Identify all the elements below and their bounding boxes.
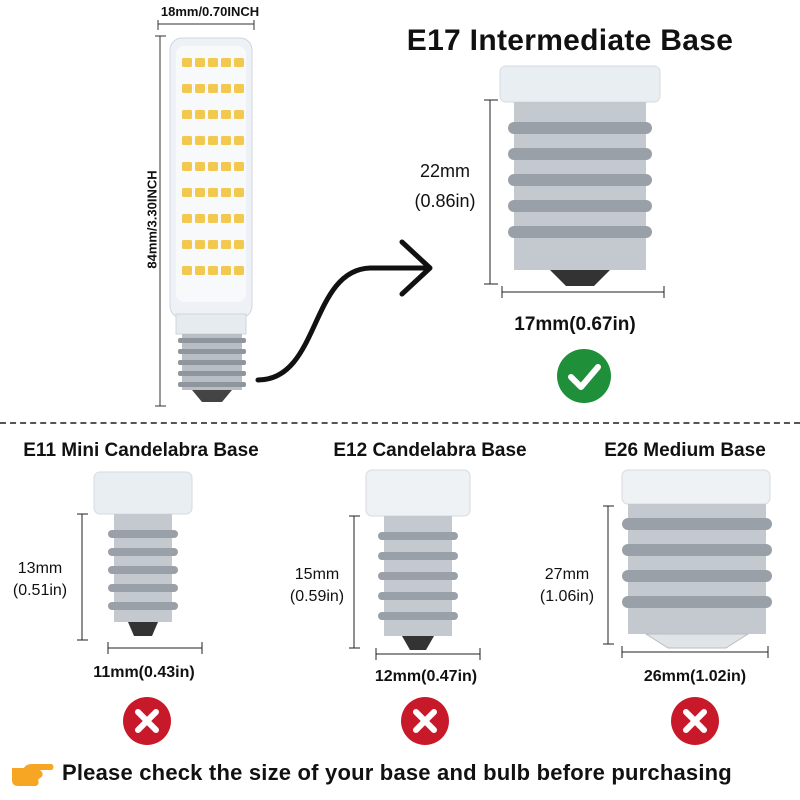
led-chip [182, 136, 192, 145]
pointing-hand-icon [12, 764, 54, 786]
led-chip [221, 136, 231, 145]
led-chip [182, 266, 192, 275]
led-chip [182, 188, 192, 197]
led-chip [221, 58, 231, 67]
e11-base-illustration [77, 471, 203, 654]
led-chip [221, 240, 231, 249]
section-divider [0, 422, 800, 424]
led-chip [208, 214, 218, 223]
led-chip [195, 240, 205, 249]
led-chip [195, 162, 205, 171]
led-chip [208, 162, 218, 171]
cross-icon [401, 697, 449, 745]
led-chip [208, 266, 218, 275]
e11-height-in: (0.51in) [12, 582, 68, 599]
e12-height-in: (0.59in) [289, 588, 345, 605]
led-chip [195, 58, 205, 67]
led-chip [234, 266, 244, 275]
led-chip [195, 136, 205, 145]
led-chip [221, 110, 231, 119]
led-chip [195, 266, 205, 275]
main-bulb-width-label: 18mm/0.70INCH [160, 4, 260, 19]
led-chip [221, 266, 231, 275]
e12-height-mm: 15mm [294, 566, 340, 583]
e26-width-label: 26mm(1.02in) [643, 668, 747, 685]
led-chip [221, 84, 231, 93]
curved-arrow-icon [255, 239, 433, 383]
led-chip [182, 214, 192, 223]
led-chip [208, 110, 218, 119]
led-chip [234, 240, 244, 249]
led-chip [234, 58, 244, 67]
led-chip [195, 188, 205, 197]
e26-base-illustration [603, 469, 772, 658]
e11-title: E11 Mini Candelabra Base [23, 440, 259, 461]
e17-title: E17 Intermediate Base [406, 24, 734, 57]
main-bulb-height-label: 84mm/3.30INCH [144, 170, 160, 269]
e12-base-illustration [349, 469, 481, 660]
led-chip [195, 110, 205, 119]
footer-note: Please check the size of your base and b… [62, 760, 732, 785]
led-chip [208, 240, 218, 249]
led-chip [221, 188, 231, 197]
main-bulb-illustration [155, 20, 255, 407]
led-chip [195, 214, 205, 223]
led-chip [234, 162, 244, 171]
led-chip [182, 58, 192, 67]
led-chip [208, 84, 218, 93]
led-chip [234, 110, 244, 119]
led-chip [234, 136, 244, 145]
check-icon [557, 349, 611, 403]
e12-title: E12 Candelabra Base [333, 440, 527, 461]
led-chip [182, 110, 192, 119]
led-chip [221, 162, 231, 171]
led-chip [221, 214, 231, 223]
e26-title: E26 Medium Base [604, 440, 766, 461]
led-chip [195, 84, 205, 93]
e17-height-mm: 22mm [419, 161, 470, 181]
led-chip [234, 84, 244, 93]
e26-height-mm: 27mm [544, 566, 590, 583]
led-chip [234, 214, 244, 223]
e12-width-label: 12mm(0.47in) [374, 668, 478, 685]
e17-base-illustration [484, 65, 665, 298]
cross-icon [671, 697, 719, 745]
led-chip [208, 58, 218, 67]
e11-width-label: 11mm(0.43in) [93, 664, 195, 681]
cross-icon [123, 697, 171, 745]
led-chip [208, 188, 218, 197]
e26-height-in: (1.06in) [539, 588, 595, 605]
led-chip [208, 136, 218, 145]
led-chip [182, 84, 192, 93]
e17-height-in: (0.86in) [414, 191, 476, 211]
e11-height-mm: 13mm [17, 560, 63, 577]
led-chip [234, 188, 244, 197]
e17-width-label: 17mm(0.67in) [514, 314, 636, 335]
led-chip [182, 162, 192, 171]
led-chip [182, 240, 192, 249]
